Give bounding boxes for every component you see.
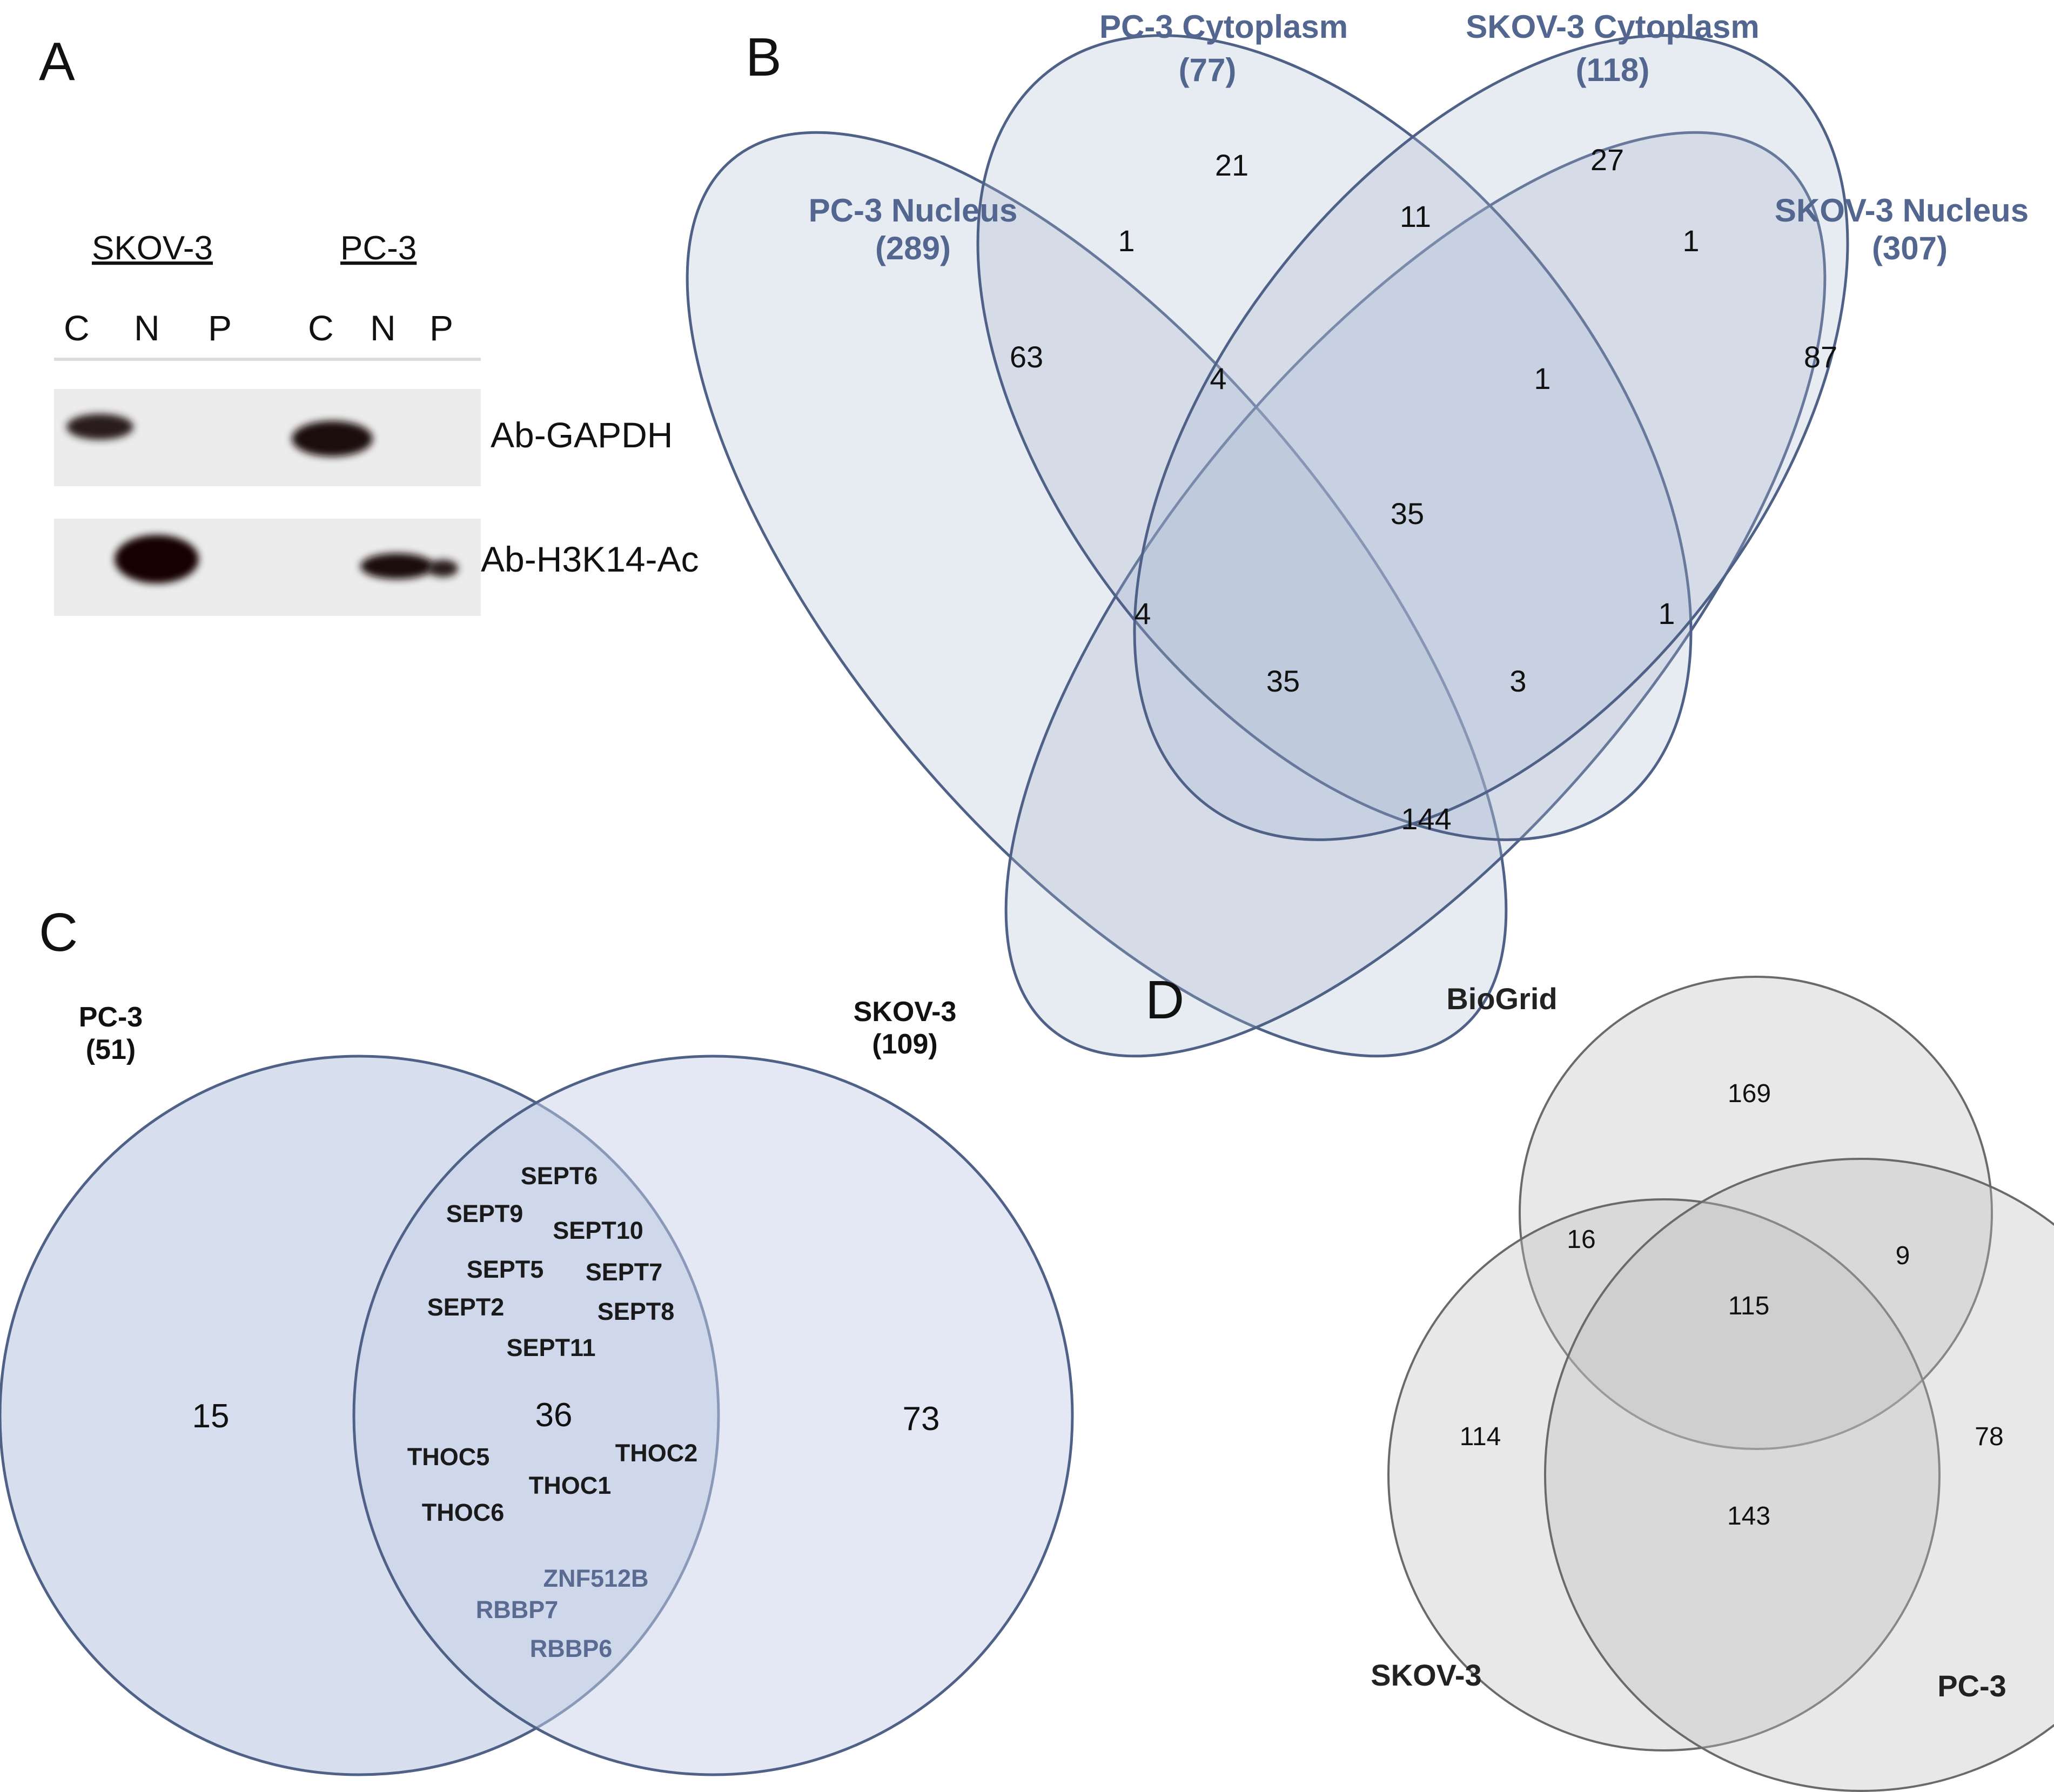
gene-label: THOC5 <box>407 1443 490 1471</box>
venn-region-count: 16 <box>1567 1225 1595 1254</box>
set-label-pc3-nucleus: PC-3 Nucleus <box>809 192 1018 229</box>
venn-set-skov3 <box>1387 1198 1941 1751</box>
gene-label: SEPT11 <box>506 1334 595 1361</box>
venn-region-count: 1 <box>1682 224 1699 258</box>
h3k14-band <box>115 535 199 583</box>
panel-b: B PC-3 Nucleus (289) PC-3 Cytoplasm (77)… <box>686 9 2029 1058</box>
venn-region-count: 3 <box>1509 664 1526 698</box>
gapdh-band <box>292 421 373 457</box>
lane-label: C <box>64 308 90 348</box>
set-label-pc3-cytoplasm: PC-3 Cytoplasm <box>1099 9 1348 45</box>
venn-region-count: 1 <box>1118 224 1135 258</box>
venn-region-count: 73 <box>903 1400 940 1438</box>
venn-region-count: 35 <box>1391 496 1424 531</box>
gene-label: SEPT2 <box>427 1293 505 1321</box>
set-label-biogrid: BioGrid <box>1446 982 1557 1016</box>
venn-region-count: 87 <box>1804 340 1837 374</box>
venn-region-count: 169 <box>1728 1079 1771 1108</box>
venn-set-skov3 <box>352 1055 1074 1776</box>
h3k14-band <box>360 553 434 579</box>
venn-region-count: 143 <box>1727 1502 1770 1531</box>
venn-set-biogrid <box>1519 976 1993 1450</box>
gene-label: SEPT5 <box>467 1256 544 1283</box>
set-label-skov3: SKOV-3 <box>1371 1658 1481 1692</box>
venn-region-count: 4 <box>1210 361 1226 395</box>
venn-region-count: 115 <box>1728 1292 1770 1320</box>
set-label-skov3-nucleus: SKOV-3 Nucleus <box>1775 192 2029 229</box>
venn-set-pc3 <box>1544 1158 2054 1792</box>
venn-set-skov3-cytoplasm <box>1133 34 1849 841</box>
gene-label: THOC2 <box>615 1439 698 1467</box>
panel-c-letter: C <box>39 902 78 963</box>
set-count-pc3-cytoplasm: (77) <box>1179 52 1237 88</box>
venn-region-count: 15 <box>192 1398 230 1435</box>
panel-d-letter: D <box>1145 970 1184 1030</box>
venn-region-count: 63 <box>1010 340 1043 374</box>
gapdh-blot-membrane <box>54 389 481 486</box>
venn-set-skov3-nucleus <box>1004 131 1827 1058</box>
venn-region-count: 9 <box>1896 1241 1910 1270</box>
gapdh-band <box>66 414 133 440</box>
lane-label: N <box>134 308 160 348</box>
panel-b-letter: B <box>746 27 782 88</box>
panel-a-letter: A <box>39 31 75 92</box>
gene-label: SEPT6 <box>521 1162 598 1190</box>
venn-region-count: 1 <box>1534 361 1550 395</box>
set-label-pc3: PC-3 <box>1937 1669 2006 1703</box>
venn-region-count: 21 <box>1215 148 1248 182</box>
lane-label: P <box>429 308 453 348</box>
panel-d: D BioGrid SKOV-3 PC-3 169 16 9 115 114 7… <box>1145 970 2054 1792</box>
lane-label: N <box>370 308 396 348</box>
set-count-skov3-nucleus: (307) <box>1872 230 1948 266</box>
panel-a: A SKOV-3 PC-3 C N P C N P Ab-GAPDH Ab-H3… <box>39 31 699 616</box>
venn-set-pc3-cytoplasm <box>976 34 1693 841</box>
h3k14-band <box>428 560 458 577</box>
venn-region-count: 27 <box>1590 143 1624 177</box>
venn-set-pc3-nucleus <box>686 131 1508 1058</box>
set-count-pc3-nucleus: (289) <box>875 230 951 266</box>
lane-label: P <box>208 308 232 348</box>
venn-region-count: 114 <box>1460 1422 1501 1451</box>
venn-region-count: 1 <box>1658 596 1675 630</box>
gene-label: THOC6 <box>422 1499 505 1526</box>
set-count-skov3: (109) <box>872 1029 937 1060</box>
set-label-skov3: SKOV-3 <box>854 996 957 1028</box>
set-count-pc3: (51) <box>86 1034 136 1065</box>
antibody-label-h3k14-ac: Ab-H3K14-Ac <box>481 539 699 579</box>
gene-label-other: RBBP6 <box>530 1635 613 1662</box>
venn-region-count: 78 <box>1975 1422 2003 1451</box>
gene-label: SEPT8 <box>598 1298 675 1325</box>
panel-c: C PC-3 (51) SKOV-3 (109) 15 36 73 SEPT6 … <box>0 902 1074 1776</box>
gene-label: SEPT9 <box>446 1200 523 1227</box>
gene-label-other: ZNF512B <box>543 1565 648 1592</box>
gene-label: SEPT7 <box>586 1258 663 1286</box>
set-label-skov3-cytoplasm: SKOV-3 Cytoplasm <box>1466 9 1760 45</box>
antibody-label-gapdh: Ab-GAPDH <box>491 415 673 455</box>
lane-label: C <box>308 308 334 348</box>
set-count-skov3-cytoplasm: (118) <box>1576 52 1650 88</box>
venn-region-count: 4 <box>1134 596 1151 630</box>
blot-divider <box>54 358 481 361</box>
cell-line-pc3: PC-3 <box>340 230 417 267</box>
venn-region-count: 11 <box>1400 199 1431 233</box>
set-label-pc3: PC-3 <box>79 1002 143 1033</box>
gene-label: SEPT10 <box>553 1217 643 1244</box>
venn-region-count: 36 <box>535 1397 573 1434</box>
cell-line-skov3: SKOV-3 <box>92 230 213 267</box>
venn-region-count: 144 <box>1401 802 1451 836</box>
venn-region-count: 35 <box>1266 664 1300 698</box>
gene-label: THOC1 <box>529 1472 612 1499</box>
gene-label-other: RBBP7 <box>476 1596 559 1623</box>
